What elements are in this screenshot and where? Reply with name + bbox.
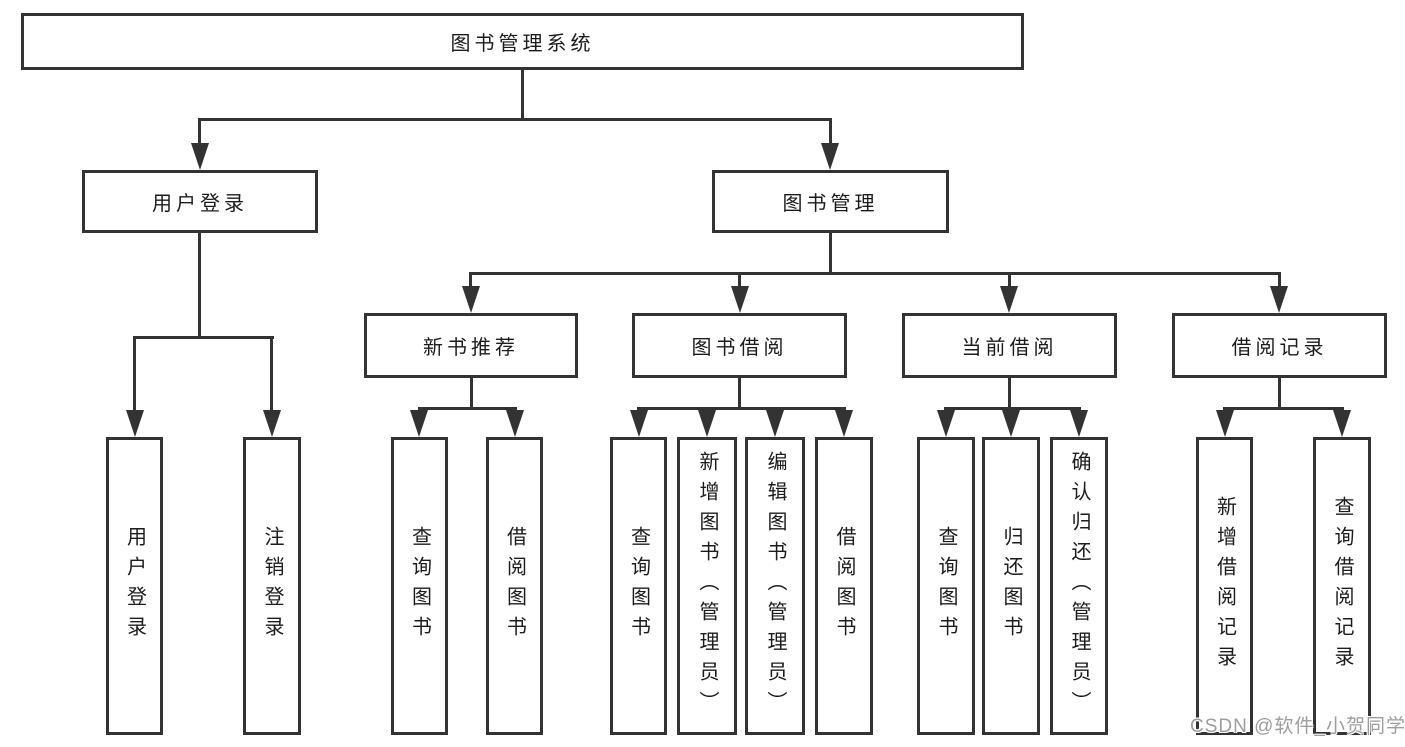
connector-line — [469, 272, 1281, 275]
connector-line — [198, 118, 832, 121]
node-label: 借阅记录 — [1231, 337, 1328, 359]
leaf-label: 查询借阅记录 — [1331, 496, 1353, 676]
leaf-label: 查询图书 — [935, 526, 957, 646]
node-borrow-records: 借阅记录 — [1172, 313, 1387, 378]
arrow-down-icon — [1216, 410, 1234, 437]
leaf-borrow-add-books-admin: 新增图书（管理员） — [677, 437, 737, 735]
leaf-current-query-books: 查询图书 — [917, 437, 975, 735]
leaf-current-confirm-return-admin: 确认归还（管理员） — [1050, 437, 1108, 735]
connector-line — [521, 70, 524, 121]
node-label: 新书推荐 — [423, 337, 519, 359]
leaf-label: 借阅图书 — [503, 526, 526, 646]
connector-line — [738, 275, 741, 288]
leaf-borrow-edit-books-admin: 编辑图书（管理员） — [745, 437, 805, 735]
leaf-borrow-borrow-books: 借阅图书 — [815, 437, 873, 735]
leaf-logout: 注销登录 — [243, 437, 301, 735]
arrow-down-icon — [1070, 410, 1088, 437]
arrow-down-icon — [630, 410, 648, 437]
connector-line — [1278, 275, 1281, 288]
leaf-label: 查询图书 — [408, 526, 431, 646]
leaf-label: 借阅图书 — [833, 526, 855, 646]
arrow-down-icon — [821, 143, 839, 170]
leaf-records-add-record: 新增借阅记录 — [1196, 437, 1253, 735]
node-current-borrow: 当前借阅 — [902, 313, 1117, 378]
connector-line — [198, 121, 201, 144]
node-book-management: 图书管理 — [712, 170, 949, 233]
leaf-label: 注销登录 — [261, 526, 283, 646]
connector-line — [1278, 378, 1281, 410]
connector-line — [1223, 407, 1344, 410]
arrow-down-icon — [731, 286, 749, 313]
node-label: 用户登录 — [152, 193, 248, 215]
connector-line — [270, 339, 273, 412]
leaf-borrow-query-books: 查询图书 — [610, 437, 667, 735]
node-new-book-recommend: 新书推荐 — [364, 313, 578, 378]
connector-line — [829, 121, 832, 144]
arrow-down-icon — [410, 410, 428, 437]
leaf-label: 新增借阅记录 — [1213, 496, 1236, 676]
leaf-user-login: 用户登录 — [106, 437, 163, 735]
node-label: 当前借阅 — [961, 337, 1058, 359]
connector-line — [133, 339, 136, 412]
connector-line — [198, 233, 201, 339]
arrow-down-icon — [1000, 286, 1018, 313]
arrow-down-icon — [766, 410, 784, 437]
connector-line — [637, 407, 846, 410]
arrow-down-icon — [462, 286, 480, 313]
connector-line — [829, 233, 832, 275]
connector-line — [944, 407, 1081, 410]
leaf-newbook-borrow-books: 借阅图书 — [486, 437, 543, 735]
arrow-down-icon — [126, 410, 144, 437]
connector-line — [738, 378, 741, 410]
connector-line — [470, 378, 473, 410]
leaf-label: 归还图书 — [1000, 526, 1022, 646]
connector-line — [469, 275, 472, 288]
arrow-down-icon — [1333, 410, 1351, 437]
csdn-watermark: CSDN @软件_小贺同学 — [1190, 716, 1405, 737]
leaf-current-return-books: 归还图书 — [982, 437, 1040, 735]
arrow-down-icon — [506, 410, 524, 437]
leaf-label: 编辑图书（管理员） — [764, 451, 786, 721]
connector-line — [1008, 275, 1011, 288]
connector-line — [133, 336, 274, 339]
node-label: 图书管理系统 — [450, 33, 595, 55]
connector-line — [1008, 378, 1011, 410]
arrow-down-icon — [1002, 410, 1020, 437]
arrow-down-icon — [1270, 286, 1288, 313]
node-user-login: 用户登录 — [82, 170, 318, 233]
node-label: 图书管理 — [782, 193, 879, 215]
node-library-system: 图书管理系统 — [21, 13, 1024, 70]
arrow-down-icon — [191, 143, 209, 170]
leaf-label: 新增图书（管理员） — [696, 451, 718, 721]
leaf-label: 用户登录 — [123, 526, 146, 646]
leaf-label: 确认归还（管理员） — [1068, 451, 1090, 721]
node-label: 图书借阅 — [691, 337, 788, 359]
arrow-down-icon — [698, 410, 716, 437]
connector-line — [418, 407, 517, 410]
leaf-newbook-query-books: 查询图书 — [391, 437, 448, 735]
arrow-down-icon — [263, 410, 281, 437]
leaf-label: 查询图书 — [627, 526, 650, 646]
arrow-down-icon — [835, 410, 853, 437]
arrow-down-icon — [937, 410, 955, 437]
node-book-borrow: 图书借阅 — [632, 313, 847, 378]
leaf-records-query-record: 查询借阅记录 — [1313, 437, 1371, 735]
